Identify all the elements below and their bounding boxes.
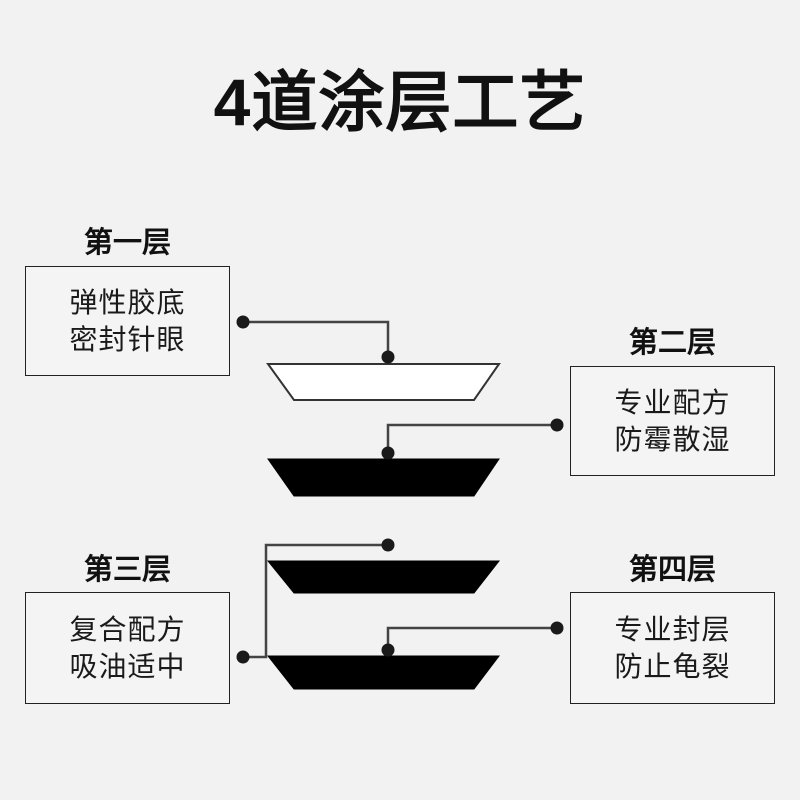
connector-layer-1-line: [243, 320, 390, 357]
layer-1-heading: 第一层: [83, 227, 171, 259]
connector-layer-3-line: [243, 543, 388, 659]
layer-4-description-line-1: 专业封层: [614, 614, 731, 645]
layer-4-heading: 第四层: [628, 554, 716, 586]
layer-1-description-box: 弹性胶底 密封针眼: [25, 266, 230, 376]
layer-2-heading: 第二层: [628, 327, 716, 359]
page-title: 4道涂层工艺: [213, 65, 587, 139]
connector-layer-2-start-dot: [550, 418, 564, 432]
connector-layer-1-end-dot: [381, 350, 395, 364]
connector-layer-2: [381, 418, 564, 460]
layer-3-heading: 第三层: [83, 554, 171, 586]
layer-4-description-box: 专业封层 防止龟裂: [570, 592, 775, 704]
layer-2-description-box: 专业配方 防霉散湿: [570, 366, 775, 476]
layer-1-trapezoid-shape: [266, 363, 501, 401]
layer-2-description-line-2: 防霉散湿: [614, 424, 731, 455]
layer-1-description-line-1: 弹性胶底: [69, 287, 186, 318]
connector-layer-1-start-dot: [236, 315, 250, 329]
connector-layer-4-line: [386, 626, 557, 650]
layer-2-description-line-1: 专业配方: [614, 387, 731, 418]
connector-layer-4-end-dot: [381, 643, 395, 657]
layer-3-description-line-2: 吸油适中: [69, 651, 186, 682]
layer-3-description-box: 复合配方 吸油适中: [25, 592, 230, 704]
layer-1-description-line-2: 密封针眼: [69, 324, 186, 355]
connector-layer-3: [236, 538, 395, 664]
connector-layer-2-line: [386, 423, 557, 453]
layer-2-trapezoid-shape: [267, 458, 500, 497]
layer-3-trapezoid-shape: [266, 560, 501, 594]
connector-layer-3-end-dot: [381, 538, 395, 552]
connector-layer-2-end-dot: [381, 446, 395, 460]
layer-3-description-line-1: 复合配方: [69, 614, 186, 645]
connector-layer-1: [236, 315, 395, 364]
connector-layer-3-start-dot: [236, 650, 250, 664]
layer-4-trapezoid-shape: [266, 655, 501, 690]
connector-layer-4: [381, 621, 564, 657]
layer-4-description-line-2: 防止龟裂: [614, 651, 731, 682]
connector-layer-4-start-dot: [550, 621, 564, 635]
